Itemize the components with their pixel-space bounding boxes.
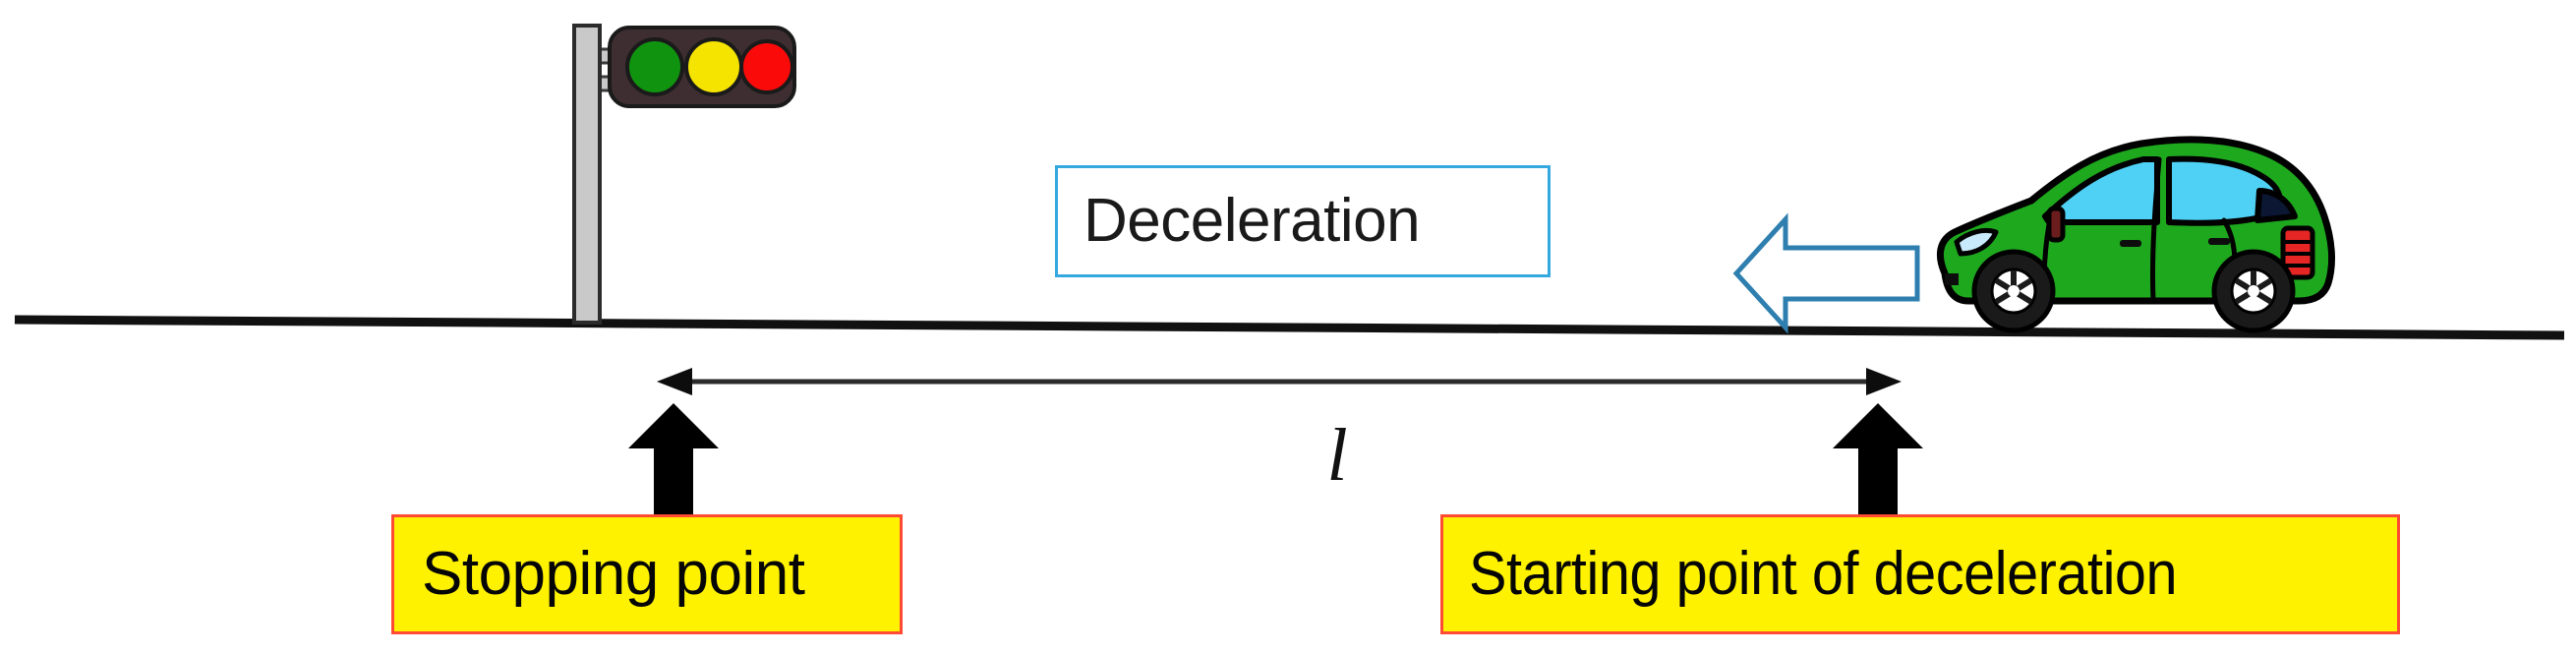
deceleration-label-text: Deceleration [1083,187,1421,255]
car-side-mirror [2046,206,2066,243]
car-quarter-window [2254,188,2298,223]
length-symbol-label: l [1326,414,1348,497]
starting-point-text: Starting point of deceleration [1469,540,2178,608]
car-front-wheel [1971,249,2056,333]
car-taillight [2280,225,2315,280]
green-lamp [625,37,684,96]
left-block-arrow-icon [1732,212,1920,334]
starting-point-callout: Starting point of deceleration [1440,514,2400,634]
car-headlight [1954,227,1999,257]
stopping-point-callout: Stopping point [391,514,903,634]
black-up-arrow-icon-starting [1833,403,1923,515]
car-door-line-rear [2149,156,2162,304]
stopping-point-text: Stopping point [422,540,805,608]
green-car-icon [1936,136,2335,333]
traffic-light-icon [572,24,796,325]
red-lamp [739,39,794,94]
car-bumper-notch [1945,273,1959,285]
car-rear-wheel [2211,249,2296,333]
car-handle-rear [2208,238,2230,245]
yellow-lamp [684,37,743,96]
deceleration-label-box: Deceleration [1055,165,1551,277]
double-headed-dimension-arrow-icon [657,368,1902,395]
traffic-light-housing [608,26,796,108]
black-up-arrow-icon-stopping [628,403,719,515]
car-handle-front [2120,240,2141,247]
